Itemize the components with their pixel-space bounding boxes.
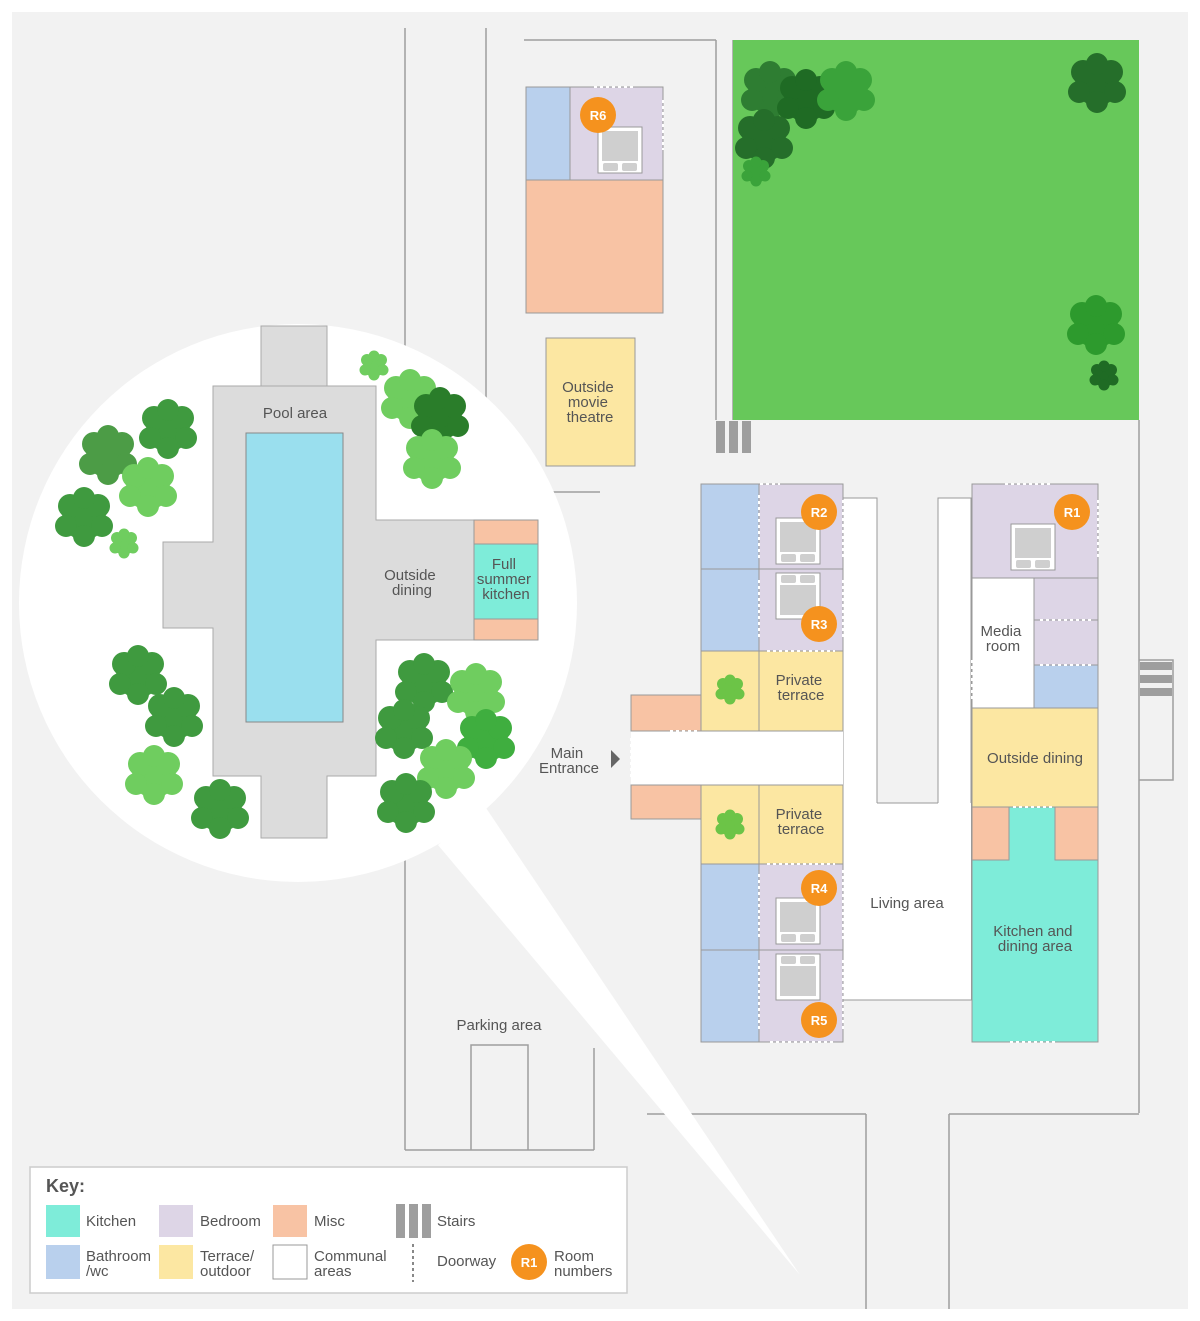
outside-dining-house-label: Outside dining [987, 750, 1083, 767]
east-wing [971, 483, 1099, 1043]
private-terrace-lower-label: Private terrace [776, 806, 827, 838]
legend-label-room-numbers: Room numbers [554, 1248, 612, 1280]
room-badge-r3: R3 [801, 606, 837, 642]
svg-text:R3: R3 [811, 617, 828, 632]
legend-label-bathroom: Bathroom /wc [86, 1248, 155, 1280]
legend-label-communal: Communal areas [314, 1248, 391, 1280]
legend-stairs-icon [396, 1204, 431, 1238]
r5-bed-icon [775, 953, 821, 1001]
outside-dining-house [971, 707, 1099, 808]
r6-misc [525, 179, 664, 314]
legend-swatch-misc [273, 1205, 307, 1237]
room-badge-r2: R2 [801, 494, 837, 530]
entrance-arrow-icon [611, 750, 620, 768]
legend-label-stairs: Stairs [437, 1213, 475, 1230]
stairs-north [716, 421, 751, 453]
svg-text:R1: R1 [521, 1255, 538, 1270]
svg-text:R4: R4 [811, 881, 828, 896]
room-badge-r5: R5 [801, 1002, 837, 1038]
private-terrace-upper [758, 650, 844, 732]
stairs-east [1140, 662, 1172, 696]
legend: Key: Kitchen Bedroom Misc Stairs Bathroo… [29, 1166, 628, 1294]
r1-bed-icon [1010, 523, 1056, 571]
parking-area-label: Parking area [456, 1017, 542, 1034]
room-badge-r4: R4 [801, 870, 837, 906]
private-terrace-lower [758, 784, 844, 865]
legend-label-bedroom: Bedroom [200, 1213, 261, 1230]
svg-text:R6: R6 [590, 108, 607, 123]
legend-swatch-communal [272, 1244, 308, 1280]
room-badge-r6: R6 [580, 97, 616, 133]
svg-text:R2: R2 [811, 505, 828, 520]
pool-area-label: Pool area [263, 405, 328, 422]
room-badge-r1: R1 [1054, 494, 1090, 530]
movie-theatre [545, 337, 636, 467]
legend-swatch-kitchen [46, 1205, 80, 1237]
entrance-misc-top [630, 694, 702, 732]
legend-room-badge-icon: R1 [511, 1244, 547, 1280]
media-room [971, 577, 1035, 709]
private-terrace-upper-label: Private terrace [776, 672, 827, 704]
legend-label-kitchen: Kitchen [86, 1213, 136, 1230]
svg-text:R1: R1 [1064, 505, 1081, 520]
pool-water [245, 432, 344, 723]
summer-kitchen-label: Full summer kitchen [477, 556, 535, 603]
legend-swatch-bedroom [159, 1205, 193, 1237]
media-room-label: Media room [980, 623, 1025, 655]
legend-title: Key: [46, 1176, 85, 1196]
entrance-corridor [631, 731, 843, 785]
svg-text:R5: R5 [811, 1013, 828, 1028]
legend-swatch-bathroom [46, 1245, 80, 1279]
kitchen-dining-label: Kitchen and dining area [993, 923, 1076, 955]
legend-label-terrace: Terrace/ outdoor [200, 1248, 258, 1280]
main-entrance-label: Main Entrance [539, 745, 599, 777]
r6-building [525, 86, 664, 314]
living-area [842, 497, 972, 1001]
movie-theatre-label: Outside movie theatre [562, 379, 618, 426]
pool-outside-dining-label: Outside dining [384, 567, 440, 599]
doorways [594, 86, 1099, 1043]
r6-bathroom [525, 86, 571, 181]
legend-swatch-terrace [159, 1245, 193, 1279]
callout-pointer [438, 805, 800, 1275]
west-wing-lower [700, 784, 844, 1043]
summer-kitchen [473, 519, 539, 641]
legend-label-misc: Misc [314, 1213, 345, 1230]
living-area-label: Living area [870, 895, 944, 912]
legend-label-doorway: Doorway [437, 1253, 497, 1270]
r6-bed-icon [597, 126, 643, 174]
entrance-misc-bottom [630, 784, 702, 820]
